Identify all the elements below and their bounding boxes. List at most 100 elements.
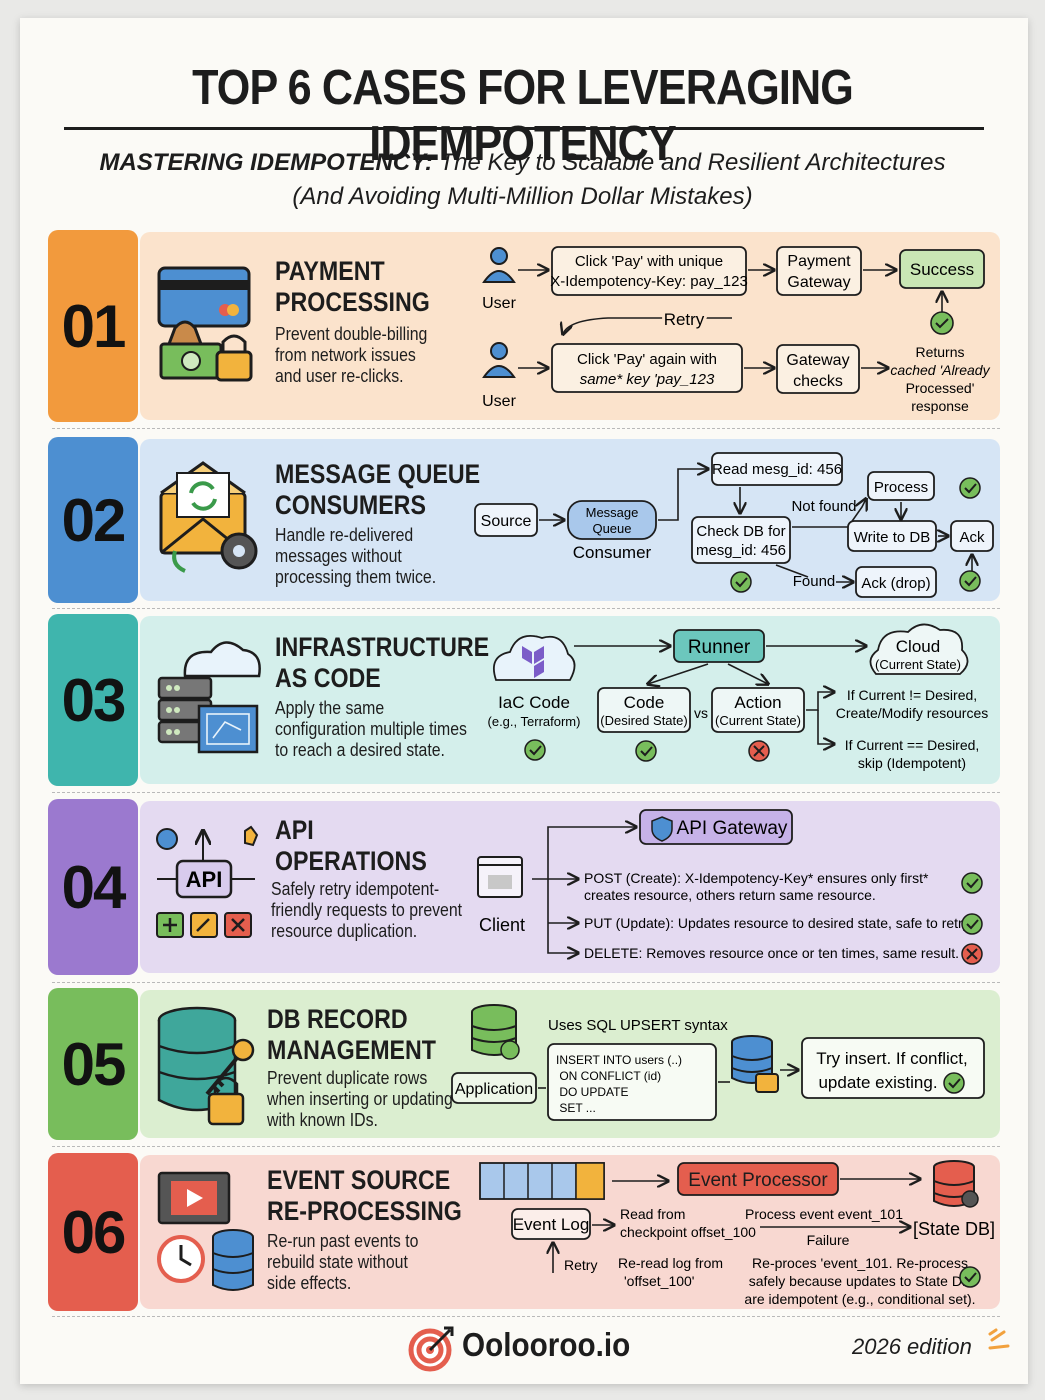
shield-icon	[651, 816, 673, 842]
process-event-text: Process event event_101	[745, 1206, 903, 1222]
desc-line: from network issues	[275, 345, 416, 365]
ack-box	[950, 520, 994, 552]
page-subtitle: MASTERING IDEMPOTENCY: The Key to Scalab…	[0, 146, 1045, 214]
success-text: Success	[910, 260, 974, 279]
case-title-line1: INFRASTRUCTURE	[275, 632, 490, 662]
case-04-row: 04 API API OPERATIONS Safely retry idemp…	[48, 799, 1000, 975]
sql-line: SET ...	[556, 1101, 596, 1115]
film-clock-database-icon	[157, 1171, 254, 1291]
desc-line: Re-run past events to	[267, 1231, 419, 1251]
cross-icon	[748, 740, 770, 762]
rule-text: If Current == Desired,	[845, 737, 980, 753]
api-gateway-text: API Gateway	[677, 818, 788, 839]
case-03-row: 03 INFRASTRUCTURE AS CODE Apply the same…	[48, 614, 1000, 786]
check-db-text: Check DB for	[696, 523, 785, 540]
case-title-line2: OPERATIONS	[275, 846, 427, 876]
gateway-text: Payment	[787, 253, 851, 270]
cloud-icon	[869, 623, 969, 675]
payment-flow-diagram: User Click 'Pay' with unique X-Idempoten…	[482, 246, 991, 414]
check-icon	[959, 1266, 981, 1288]
ack-drop-text: Ack (drop)	[861, 575, 930, 592]
iac-label: IaC Code	[498, 693, 570, 712]
client-label: Client	[479, 915, 525, 935]
reread-text: Re-read log from	[618, 1255, 723, 1271]
runner-text: Runner	[688, 637, 751, 658]
case-number: 01	[48, 230, 138, 422]
sql-line: ON CONFLICT (id)	[556, 1069, 661, 1083]
sparkle-icon	[988, 1328, 1010, 1350]
api-arrows-icon: API	[156, 825, 259, 938]
database-icon	[471, 1004, 520, 1060]
failure-text: Failure	[807, 1232, 850, 1248]
edition-label: 2026 edition	[852, 1334, 972, 1359]
process-text: Process	[874, 479, 928, 496]
case-title: EVENT SOURCE RE-PROCESSING	[267, 1165, 462, 1227]
client-icon	[477, 856, 523, 898]
case-title-line1: API	[275, 815, 314, 845]
page-title: TOP 6 CASES FOR LEVERAGING IDEMPOTENCY	[192, 61, 854, 171]
event-processor-box	[677, 1162, 839, 1196]
check-db-text: mesg_id: 456	[696, 542, 786, 559]
case-title-line1: PAYMENT	[275, 256, 385, 286]
case-title: PAYMENT PROCESSING	[275, 256, 430, 318]
reprocess-text: are idempotent (e.g., conditional set).	[744, 1291, 975, 1307]
result-text: cached 'Already	[890, 362, 990, 378]
desc-line: resource duplication.	[271, 921, 418, 941]
check-icon	[730, 571, 752, 593]
gateway-text: checks	[793, 373, 843, 390]
case-title-line1: MESSAGE QUEUE	[275, 459, 481, 489]
case-title-line2: MANAGEMENT	[267, 1035, 436, 1065]
case-description: Handle re-delivered messages without pro…	[275, 525, 436, 588]
case-title: API OPERATIONS	[275, 815, 427, 877]
queue-icon	[567, 500, 657, 540]
check-icon	[961, 913, 983, 935]
sql-line: DO UPDATE	[556, 1085, 628, 1099]
found-label: Found	[793, 573, 836, 590]
queue-text: Message	[586, 505, 639, 520]
write-text: Write to DB	[854, 529, 930, 546]
code-text: Code	[624, 693, 665, 712]
case-title-line2: CONSUMERS	[275, 490, 426, 520]
user-label: User	[482, 295, 516, 312]
row-separator	[52, 428, 1000, 429]
case-description: Safely retry idempotent- friendly reques…	[271, 879, 462, 942]
case-number: 02	[48, 437, 138, 603]
queue-text: Queue	[592, 521, 631, 536]
state-db-text: [State DB]	[913, 1219, 995, 1239]
brand-name: Oolooroo.io	[462, 1326, 631, 1363]
desc-line: Prevent double-billing	[275, 324, 428, 344]
reprocess-text: Re-proces 'event_101. Re-process	[752, 1255, 968, 1271]
ack-drop-box	[855, 566, 937, 598]
case-description: Prevent duplicate rows when inserting or…	[267, 1068, 453, 1131]
gateway-text: Gateway	[787, 274, 850, 291]
case-panel	[140, 801, 1000, 973]
case-title: INFRASTRUCTURE AS CODE	[275, 632, 489, 694]
reprocess-text: safely because updates to State DB	[749, 1273, 972, 1289]
database-lock-icon	[731, 1035, 779, 1093]
target-logo-icon	[408, 1326, 454, 1372]
upsert-label: Uses SQL UPSERT syntax	[548, 1017, 728, 1034]
not-found-label: Not found	[791, 498, 856, 515]
result-box	[801, 1037, 985, 1099]
user-icon	[482, 342, 516, 378]
read-text: Read from	[620, 1206, 685, 1222]
case-title: MESSAGE QUEUE CONSUMERS	[275, 459, 480, 521]
row-separator	[52, 608, 1000, 609]
vs-label: vs	[694, 705, 708, 721]
check-icon	[961, 872, 983, 894]
row-separator	[52, 982, 1000, 983]
desc-line: rebuild state without	[267, 1252, 408, 1272]
case-description: Re-run past events to rebuild state with…	[267, 1231, 418, 1294]
success-box	[899, 249, 985, 289]
case-05-row: 05 DB RECORD MANAGEMENT Prevent duplicat…	[48, 988, 1000, 1140]
check-icon	[635, 740, 657, 762]
process-box	[867, 471, 935, 501]
code-box	[597, 687, 691, 733]
case-title: DB RECORD MANAGEMENT	[267, 1004, 436, 1066]
post-text: POST (Create): X-Idempotency-Key* ensure…	[584, 870, 929, 886]
row-separator	[52, 792, 1000, 793]
source-box	[474, 503, 538, 537]
step-box	[551, 246, 747, 296]
db-upsert-diagram: Uses SQL UPSERT syntax Application INSER…	[451, 1004, 985, 1121]
event-log-strip	[479, 1162, 605, 1200]
